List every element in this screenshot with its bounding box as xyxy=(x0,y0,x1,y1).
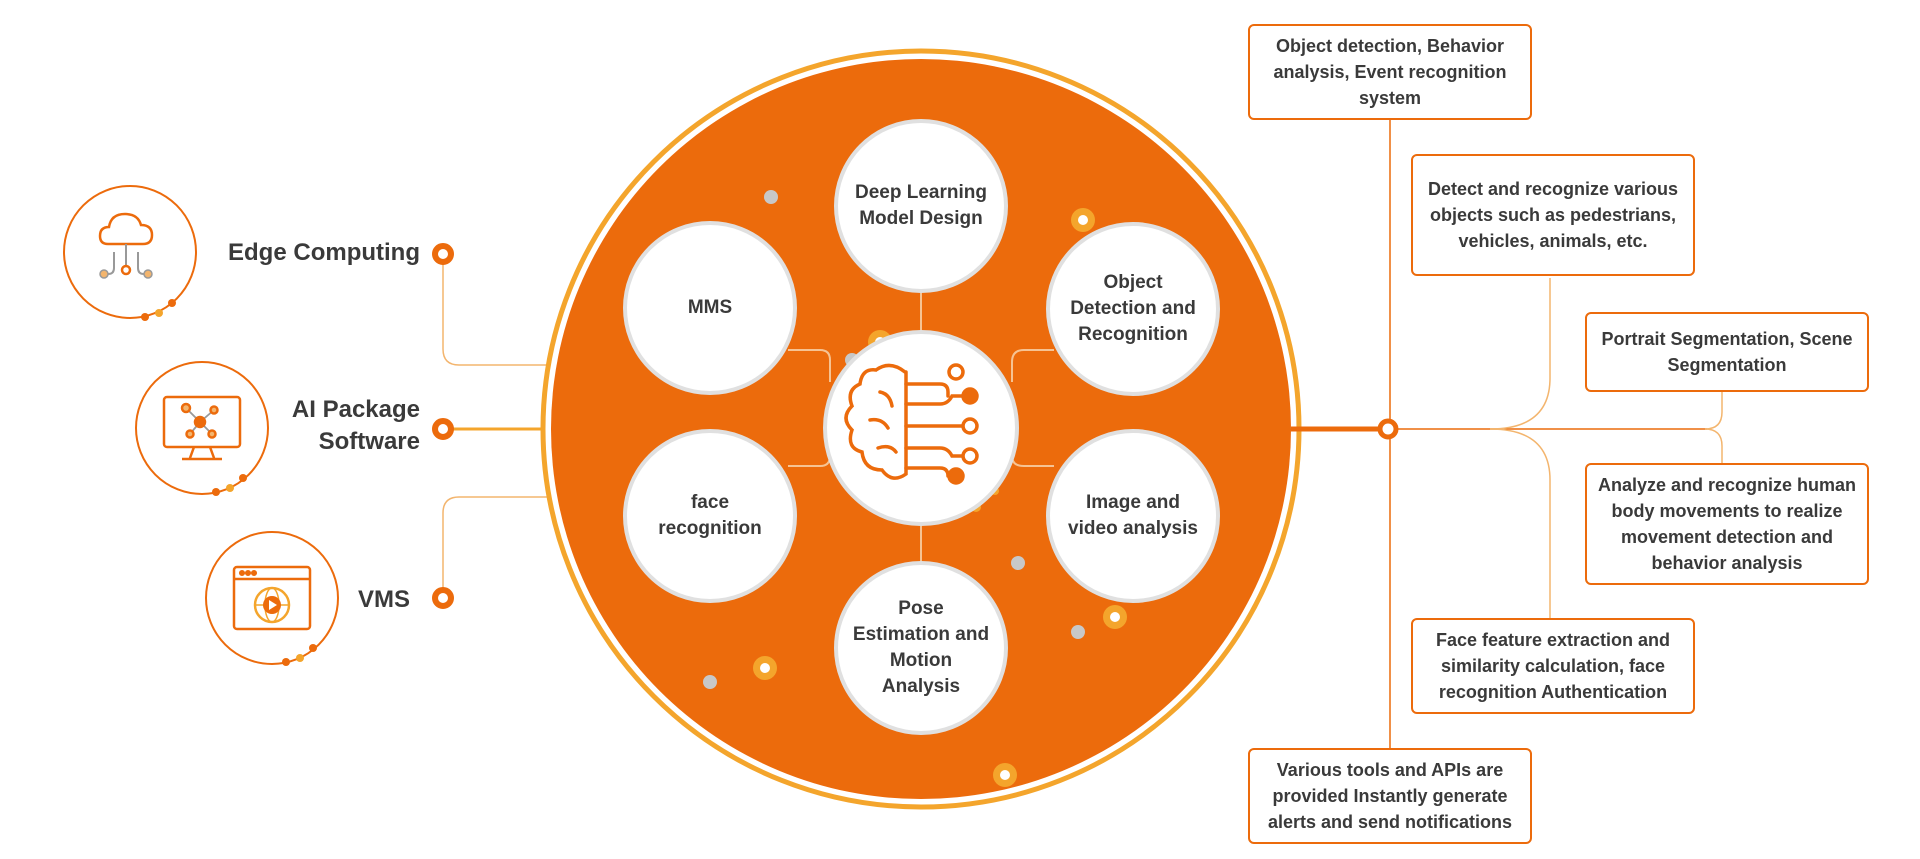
text-image-video: Image and video analysis xyxy=(1068,492,1198,539)
text-mms: MMS xyxy=(687,297,733,318)
box-segmentation: Portrait Segmentation, Scene Segmentatio… xyxy=(1585,312,1869,392)
vms-node[interactable] xyxy=(432,587,454,609)
circle-face-recognition[interactable] xyxy=(623,429,797,603)
video-player-icon xyxy=(232,565,312,631)
box-tools-apis: Various tools and APIs are provided Inst… xyxy=(1248,748,1532,844)
left-connectors xyxy=(441,254,555,598)
monitor-network-icon xyxy=(162,395,242,461)
edge-connector-line xyxy=(442,254,555,366)
right-hub-node[interactable] xyxy=(1377,418,1399,440)
circle-mms[interactable] xyxy=(623,221,797,395)
label-edge-computing: Edge Computing xyxy=(228,239,420,266)
brain-circuit-icon xyxy=(844,363,979,485)
circle-deep-learning[interactable] xyxy=(834,119,1008,293)
capability-circles xyxy=(623,119,1220,735)
box-detect-recognize: Detect and recognize various objects suc… xyxy=(1411,154,1695,276)
circle-pose-estimation[interactable] xyxy=(834,561,1008,735)
label-vms: VMS xyxy=(357,586,410,613)
hub-circle xyxy=(823,330,1019,526)
cloud-network-icon xyxy=(98,212,154,279)
text-pose-estimation: Pose Estimation and Motion Analysis xyxy=(852,598,990,697)
vms-connector-line xyxy=(442,496,555,598)
vms-icon-ring xyxy=(205,531,339,665)
label-ai-package-software: AI Package Software xyxy=(291,396,420,455)
circle-image-video[interactable] xyxy=(1046,429,1220,603)
circle-object-detection[interactable] xyxy=(1046,222,1220,396)
box-movement: Analyze and recognize human body movemen… xyxy=(1585,463,1869,585)
edge-icon-group xyxy=(63,185,197,321)
left-nodes xyxy=(432,243,454,609)
text-deep-learning: Deep Learning Model Design xyxy=(855,182,987,229)
edge-node[interactable] xyxy=(432,243,454,265)
ai-package-icon-group xyxy=(135,361,269,496)
box-face-feature: Face feature extraction and similarity c… xyxy=(1411,618,1695,714)
vms-icon-group xyxy=(205,531,339,666)
edge-computing-connector xyxy=(441,255,472,365)
text-object-detection: Object Detection and Recognition xyxy=(1070,272,1196,345)
box-object-detection: Object detection, Behavior analysis, Eve… xyxy=(1248,24,1532,120)
text-face-recognition: face recognition xyxy=(658,492,762,539)
ai-package-node[interactable] xyxy=(432,418,454,440)
ai-package-icon-ring xyxy=(135,361,269,495)
edge-icon-ring xyxy=(63,185,197,319)
